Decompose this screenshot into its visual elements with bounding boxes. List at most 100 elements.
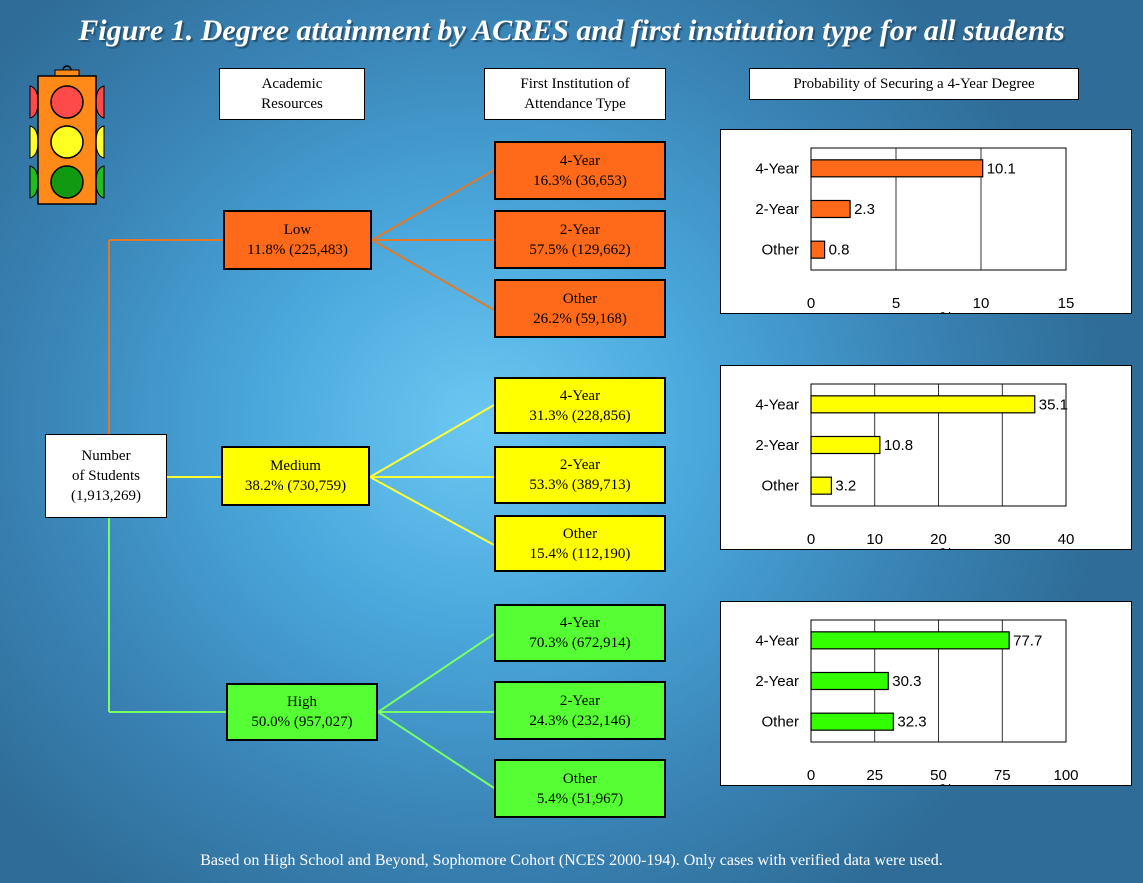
value-label: 10.8: [884, 437, 913, 454]
probability-header-label: Probability of Securing a 4-Year Degree: [793, 76, 1035, 92]
tick-label: 0: [807, 295, 815, 312]
type-label: Other: [562, 290, 598, 307]
tick-label: 40: [1058, 531, 1075, 548]
tick-label: 75: [994, 767, 1011, 784]
connector-high-other: [377, 711, 495, 789]
connector-low-4year: [371, 169, 495, 241]
header-line: First Institution of: [520, 76, 630, 92]
high-2year-node: 2-Year 24.3% (232,146): [494, 681, 666, 740]
connector-high-4year: [377, 633, 495, 713]
type-label: 4-Year: [559, 387, 601, 404]
tick-label: 0: [807, 531, 815, 548]
type-stat: 16.3% (36,653): [533, 172, 627, 189]
type-stat: 5.4% (51,967): [536, 790, 624, 807]
tick-label: 0: [807, 767, 815, 784]
category-label: 4-Year: [755, 396, 799, 413]
x-axis-label: %: [940, 309, 953, 313]
tick-label: 10: [973, 295, 990, 312]
low-2year-node: 2-Year 57.5% (129,662): [494, 210, 666, 269]
value-label: 2.3: [854, 201, 875, 218]
type-label: 2-Year: [559, 221, 601, 238]
high-other-node: Other 5.4% (51,967): [494, 759, 666, 818]
root-count: (1,913,269): [71, 488, 141, 504]
root-line: of Students: [72, 468, 140, 484]
tick-label: 100: [1053, 767, 1078, 784]
type-label: 4-Year: [559, 152, 601, 169]
bar: [810, 631, 1010, 650]
root-line: Number: [81, 448, 131, 464]
category-label: 2-Year: [755, 673, 799, 690]
medium-2year-node: 2-Year 53.3% (389,713): [494, 446, 666, 504]
tick-label: 25: [866, 767, 883, 784]
header-line: Resources: [261, 96, 323, 112]
bar: [810, 395, 1036, 414]
value-label: 32.3: [897, 714, 926, 731]
root-node-number-of-students: Number of Students (1,913,269): [45, 434, 167, 518]
type-stat: 57.5% (129,662): [529, 241, 631, 258]
acres-stat: 11.8% (225,483): [247, 242, 348, 258]
x-axis-label: %: [940, 545, 953, 549]
type-label: 4-Year: [559, 615, 601, 631]
medium-4year-node: 4-Year 31.3% (228,856): [494, 377, 666, 434]
probability-header: Probability of Securing a 4-Year Degree: [749, 68, 1079, 100]
acres-stat: 50.0% (957,027): [251, 714, 353, 730]
type-stat: 24.3% (232,146): [529, 712, 631, 729]
category-label: 2-Year: [755, 201, 799, 218]
type-stat: 70.3% (672,914): [529, 635, 631, 651]
type-stat: 15.4% (112,190): [529, 545, 631, 562]
acres-medium-node: Medium 38.2% (730,759): [221, 446, 370, 506]
value-label: 77.7: [1013, 632, 1042, 649]
acres-label: Low: [283, 222, 312, 238]
tick-label: 5: [892, 295, 900, 312]
category-label: 4-Year: [755, 632, 799, 649]
acres-high-node: High 50.0% (957,027): [226, 683, 378, 741]
category-label: 4-Year: [755, 160, 799, 177]
bar: [810, 712, 894, 731]
bar: [810, 476, 832, 495]
value-label: 10.1: [987, 160, 1016, 177]
tick-label: 30: [994, 531, 1011, 548]
bar: [810, 240, 826, 259]
traffic-light-icon: [29, 65, 105, 205]
bar: [810, 671, 889, 691]
type-label: Other: [562, 770, 598, 787]
x-axis-label: %: [940, 781, 953, 785]
category-label: 2-Year: [755, 437, 799, 454]
acres-stat: 38.2% (730,759): [244, 478, 347, 494]
tick-label: 15: [1058, 295, 1075, 312]
footer-note: Based on High School and Beyond, Sophomo…: [200, 852, 943, 869]
type-label: Other: [562, 525, 598, 542]
acres-label: Medium: [270, 458, 321, 474]
value-label: 30.3: [892, 673, 921, 690]
low-4year-node: 4-Year 16.3% (36,653): [494, 141, 666, 200]
acres-low-node: Low 11.8% (225,483): [223, 210, 372, 270]
value-label: 3.2: [835, 478, 856, 495]
header-line: Attendance Type: [524, 96, 626, 112]
type-stat: 31.3% (228,856): [529, 407, 631, 424]
acres-label: High: [287, 694, 317, 710]
category-label: Other: [761, 478, 799, 495]
tick-label: 20: [930, 531, 947, 548]
value-label: 0.8: [829, 242, 850, 259]
bar: [810, 199, 851, 219]
category-label: Other: [761, 714, 799, 731]
high-4year-node: 4-Year 70.3% (672,914): [494, 604, 666, 662]
bar: [810, 159, 984, 178]
medium-other-node: Other 15.4% (112,190): [494, 515, 666, 572]
institution-type-header: First Institution of Attendance Type: [484, 68, 666, 120]
value-label: 35.1: [1039, 396, 1068, 413]
category-label: Other: [761, 242, 799, 259]
connector-medium-4year: [369, 404, 495, 478]
type-label: 2-Year: [559, 692, 601, 709]
bar: [810, 435, 881, 455]
low-other-node: Other 26.2% (59,168): [494, 279, 666, 338]
header-line: Academic: [261, 76, 323, 92]
